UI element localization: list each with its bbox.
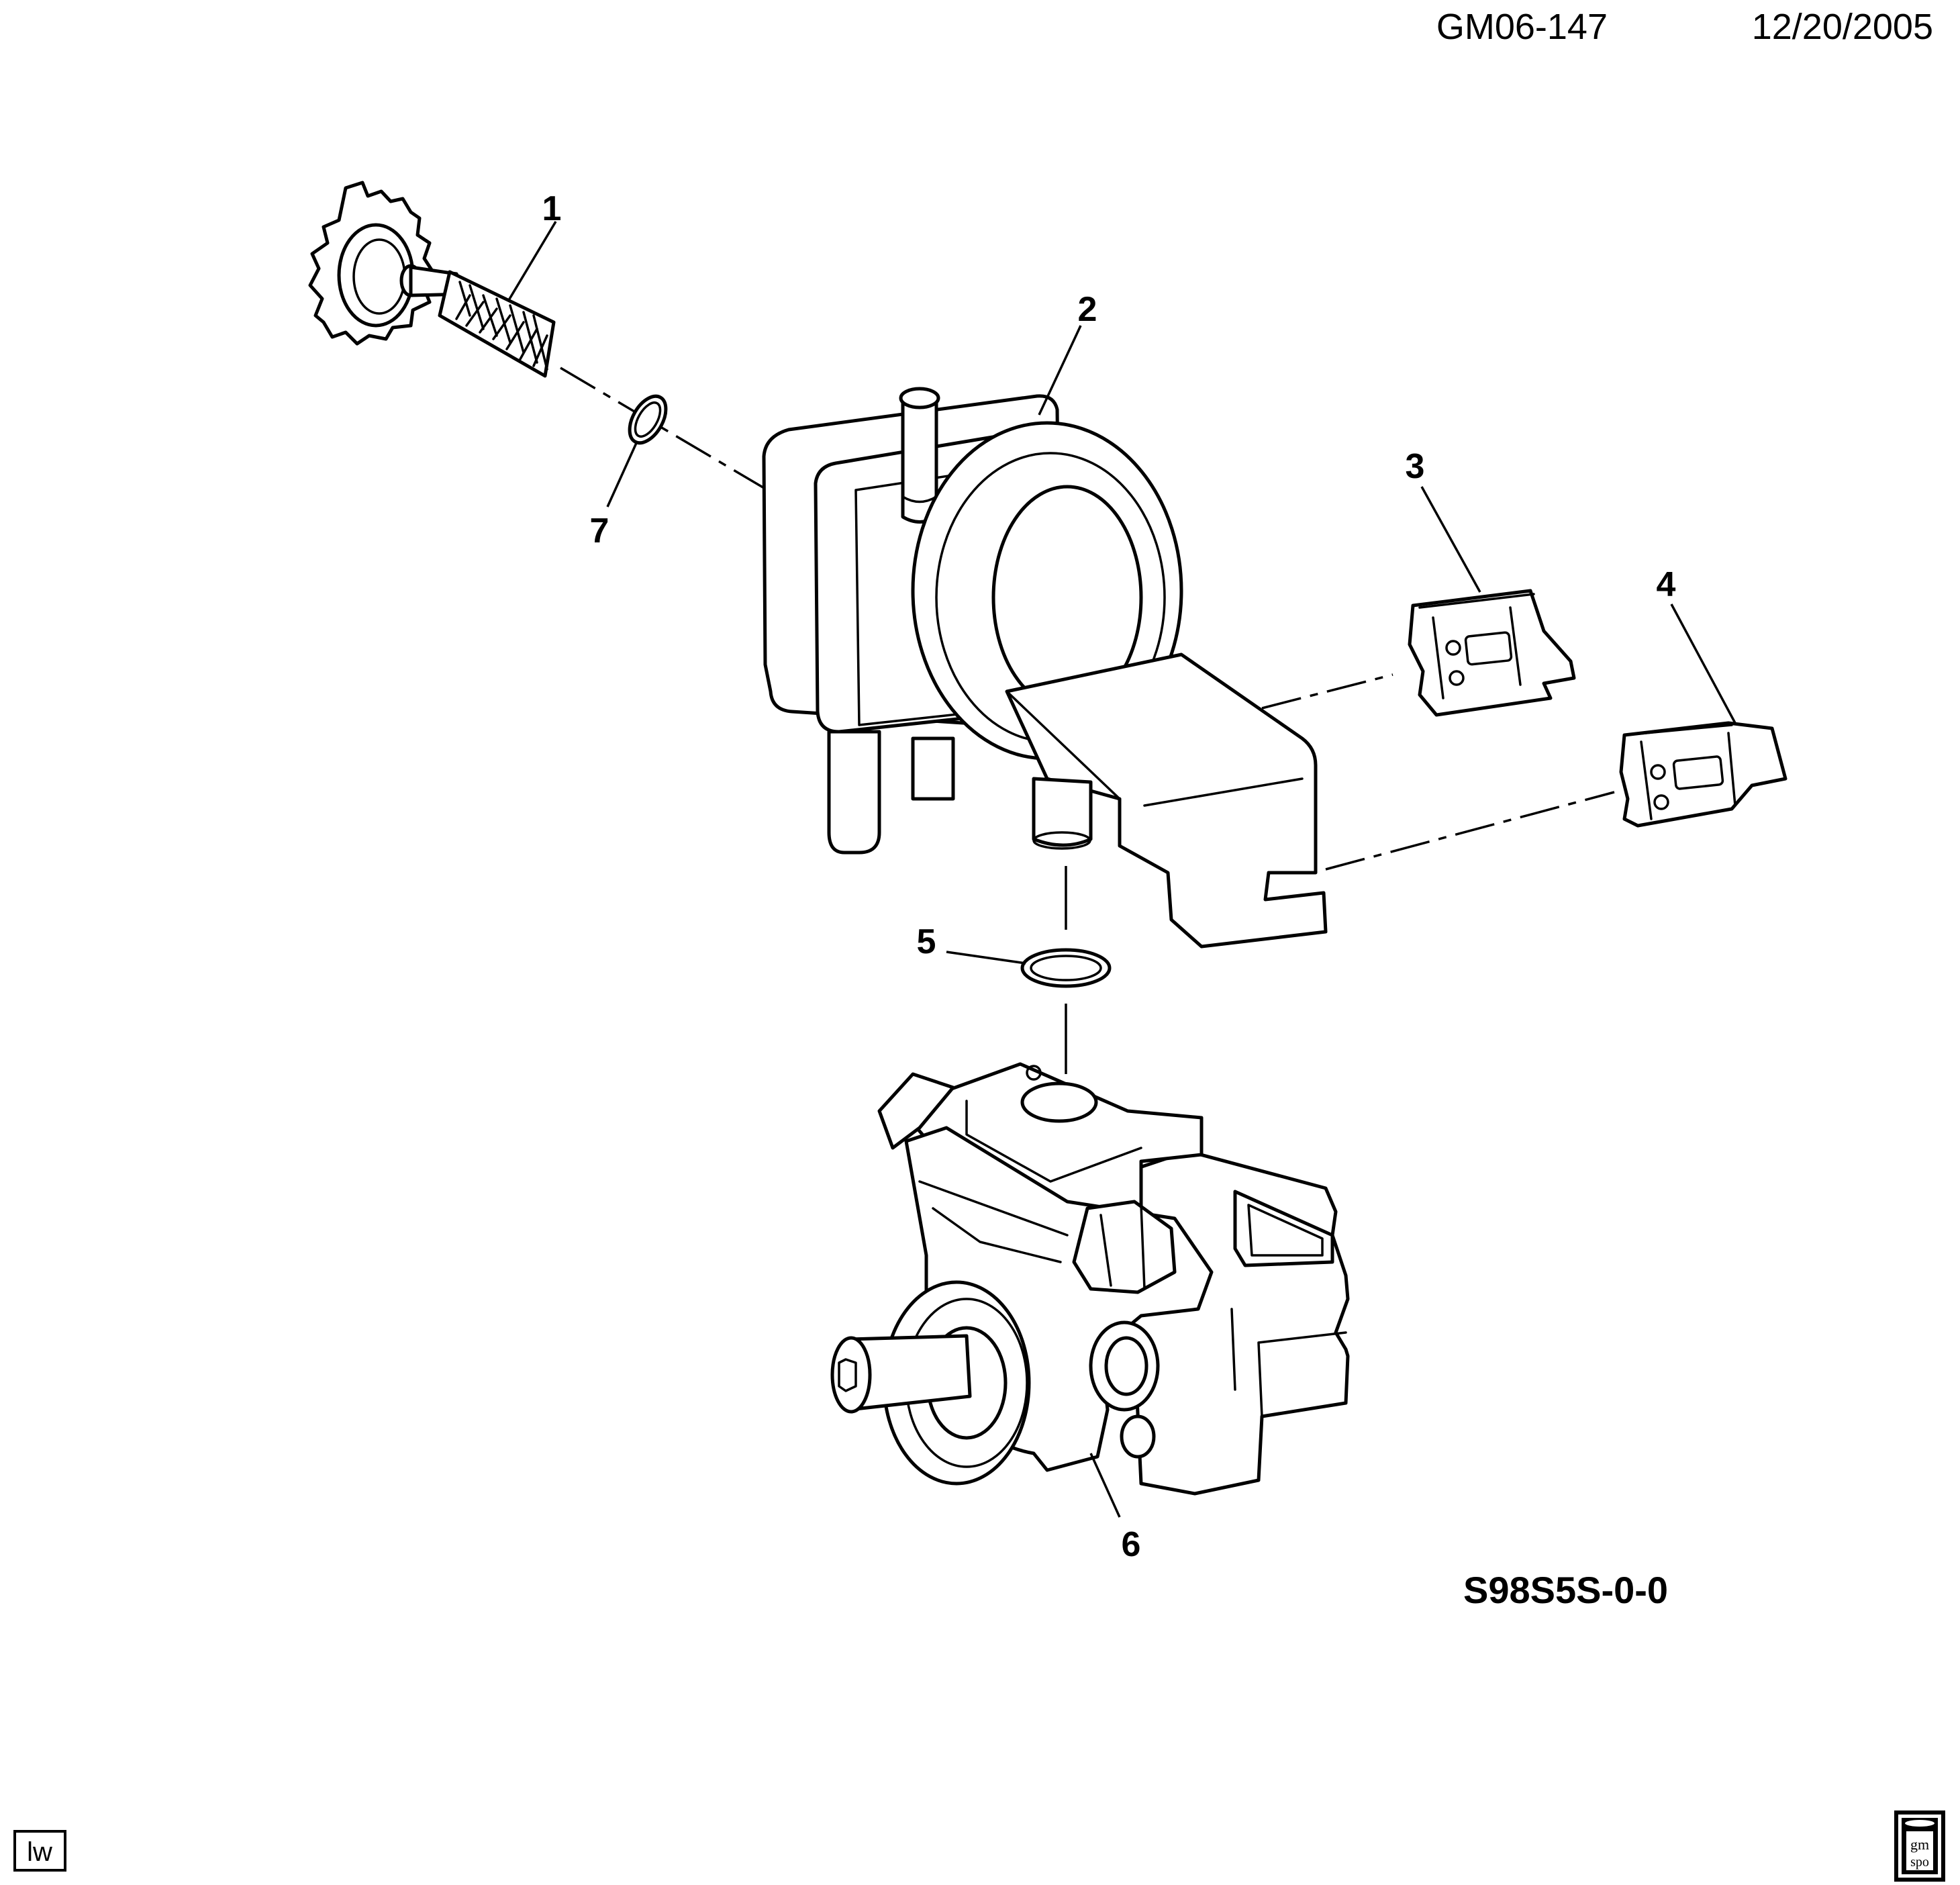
drawing-date: 12/20/2005 bbox=[1752, 7, 1933, 47]
logo-line-2: spo bbox=[1910, 1855, 1929, 1870]
callout-6: 6 bbox=[1122, 1525, 1141, 1564]
part-7-o-ring bbox=[628, 394, 668, 445]
corner-tag-label: lw bbox=[27, 1837, 52, 1867]
callout-2: 2 bbox=[1078, 290, 1097, 329]
callout-5: 5 bbox=[917, 922, 936, 961]
logo-line-1: gm bbox=[1910, 1836, 1929, 1853]
diagram-code: S98S5S-0-0 bbox=[1463, 1569, 1668, 1611]
part-4-clip bbox=[1619, 721, 1787, 828]
part-5-o-ring bbox=[1020, 948, 1112, 988]
corner-tag: lw bbox=[13, 1830, 66, 1872]
callout-7: 7 bbox=[590, 512, 609, 550]
part-3-clip bbox=[1408, 589, 1576, 717]
drawing-id: GM06-147 bbox=[1436, 7, 1608, 47]
part-2-reservoir bbox=[762, 387, 1328, 949]
gm-spo-logo: gm spo bbox=[1894, 1810, 1945, 1882]
part-1-reservoir-cap bbox=[308, 181, 556, 378]
callout-1: 1 bbox=[542, 189, 562, 228]
callout-3: 3 bbox=[1406, 447, 1425, 486]
callout-4: 4 bbox=[1657, 565, 1676, 604]
part-6-pump bbox=[830, 1062, 1350, 1496]
